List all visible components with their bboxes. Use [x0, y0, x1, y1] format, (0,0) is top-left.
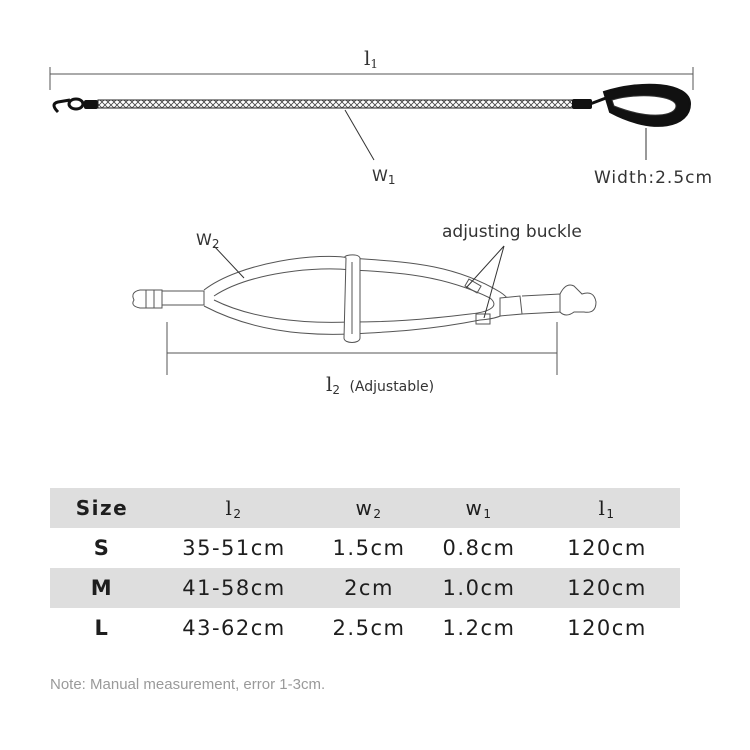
- harness-illustration: [132, 254, 597, 343]
- cell-w2: 2.5cm: [332, 616, 406, 640]
- header-size: Size: [50, 488, 154, 528]
- header-w2: w2: [314, 488, 424, 528]
- leash-length-dimension: [49, 67, 694, 90]
- harness-width-label: W2: [196, 230, 220, 251]
- w2-leader-line: [213, 245, 245, 279]
- header-l1: l1: [534, 488, 680, 528]
- cell-w2: 2cm: [314, 568, 424, 608]
- table-row: S 35-51cm 1.5cm 0.8cm 120cm: [50, 528, 680, 568]
- snap-hook-icon: [52, 98, 71, 114]
- rope: [97, 99, 575, 109]
- cell-size: M: [50, 568, 154, 608]
- cell-l2: 41-58cm: [154, 568, 314, 608]
- cell-w1: 1.0cm: [424, 568, 534, 608]
- w1-leader-line: [344, 109, 375, 161]
- table-row: L 43-62cm 2.5cm 1.2cm 120cm: [50, 608, 680, 648]
- harness-length-dimension: [166, 322, 558, 375]
- adjusting-buckle-label: adjusting buckle: [442, 222, 582, 242]
- header-l2: l2: [154, 488, 314, 528]
- leash-length-label: l1: [364, 46, 379, 71]
- table-header-row: Size l2 w2 w1 l1: [50, 488, 680, 528]
- cell-w1: 1.2cm: [442, 616, 516, 640]
- buckle-leader-line-2: [483, 245, 505, 319]
- cell-size: S: [93, 536, 111, 560]
- cell-w1: 0.8cm: [442, 536, 516, 560]
- cell-l1: 120cm: [534, 568, 680, 608]
- cell-w2: 1.5cm: [332, 536, 406, 560]
- leash-illustration: [52, 83, 692, 127]
- cell-size: L: [94, 616, 110, 640]
- leash-width-label: W1: [372, 166, 396, 187]
- header-w1: w1: [424, 488, 534, 528]
- measurement-note: Note: Manual measurement, error 1-3cm.: [50, 676, 326, 693]
- harness-length-label: l2 (Adjustable): [326, 372, 435, 397]
- size-table: Size l2 w2 w1 l1 S 35-51cm 1.5cm 0.8cm 1…: [50, 488, 680, 648]
- cell-l2: 35-51cm: [182, 536, 286, 560]
- buckle-leader-line-1: [465, 245, 505, 289]
- cell-l2: 43-62cm: [182, 616, 286, 640]
- cell-l1: 120cm: [567, 616, 647, 640]
- handle-width-label: Width:2.5cm: [594, 168, 714, 188]
- cell-l1: 120cm: [567, 536, 647, 560]
- table-row: M 41-58cm 2cm 1.0cm 120cm: [50, 568, 680, 608]
